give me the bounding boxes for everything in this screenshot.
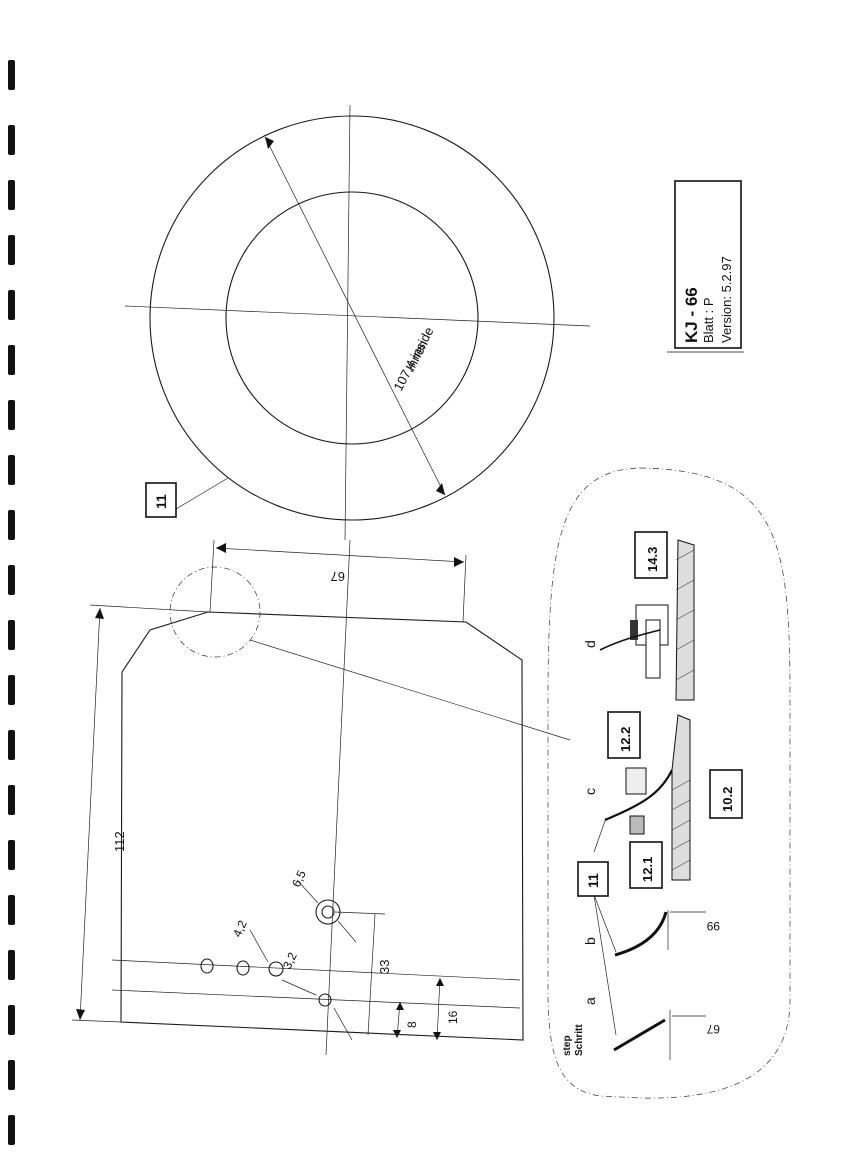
detail-circle	[169, 566, 261, 658]
step-c-label: c	[582, 788, 598, 795]
dim-33-ext	[334, 911, 386, 915]
dim-33-line	[367, 913, 376, 1036]
detail-oval	[547, 467, 791, 1099]
step-label-de: Schritt	[574, 1024, 585, 1056]
step-b-edge	[614, 911, 668, 957]
callout-box-14-3	[634, 531, 668, 579]
ring-inner-circle	[225, 191, 479, 445]
step-b-angle: 99	[706, 919, 720, 933]
dim-112-ext-1	[89, 604, 209, 613]
arrow-6-5	[296, 879, 319, 904]
hole-6-5-inner	[321, 905, 335, 919]
dim-33-label: 33	[377, 960, 392, 974]
sheet-label: Blatt : P	[701, 297, 716, 343]
dim-6-5-label: 6,5	[289, 868, 309, 889]
leader-11-b	[593, 894, 617, 953]
hole-4-2	[318, 993, 332, 1007]
callout-11-detail: 11	[585, 873, 601, 888]
dim-112-ext-2	[71, 1019, 122, 1023]
step-d-label: d	[582, 640, 598, 648]
step-b-label: b	[582, 937, 598, 945]
leader-11-a	[593, 894, 617, 1036]
dim-67-line	[215, 547, 465, 563]
dim-67-ext-2	[462, 554, 467, 623]
arrow-4-2	[249, 929, 269, 963]
ring-part-11	[124, 104, 591, 541]
ring-diameter-line	[264, 136, 446, 496]
dim-67-ext-1	[209, 539, 215, 613]
callout-box-11-top	[145, 482, 177, 518]
step-a-edge	[613, 1018, 666, 1052]
binding-holes	[8, 60, 15, 1145]
diameter-arrow-bottom	[436, 483, 445, 495]
diameter-arrow-top	[265, 137, 274, 149]
hole-3-2	[268, 961, 284, 977]
leader-11-c	[593, 817, 607, 853]
step-d-assembly	[599, 539, 695, 701]
dim-3-2-label: 3,2	[280, 950, 300, 971]
ring-outer-circle	[149, 115, 555, 521]
ring-center-line-h	[124, 305, 591, 327]
dim-16-label: 16	[446, 1010, 460, 1024]
callout-11-top: 11	[153, 494, 169, 509]
plate-center-line-2	[111, 989, 521, 1009]
arrow-6-5-b	[337, 920, 357, 943]
plate-center-line-v	[325, 539, 351, 1056]
callout-12-2: 12.2	[618, 727, 633, 752]
plate-center-line-1	[111, 959, 521, 981]
dim-67-label: 67	[331, 569, 345, 584]
callout-box-10-2	[709, 769, 743, 819]
flat-plate	[111, 539, 524, 1056]
dim-16-line	[436, 977, 441, 1041]
version-label: Version: 5.2.97	[719, 256, 734, 343]
hole-slot-1	[200, 958, 214, 974]
dim-112-line	[79, 607, 101, 1021]
step-a-label: a	[582, 997, 598, 1005]
step-a-angle: 67	[706, 1022, 720, 1036]
callout-10-2: 10.2	[720, 787, 735, 812]
dim-4-2-label: 4,2	[230, 918, 250, 939]
detail-leader	[249, 639, 571, 741]
step-label-en: step	[562, 1035, 573, 1056]
callout-box-12-1	[629, 841, 663, 889]
step-c-assembly	[604, 714, 691, 881]
callout-14-3: 14.3	[645, 547, 660, 572]
dim-8-label: 8	[405, 1021, 419, 1028]
ring-center-line-v	[344, 104, 351, 541]
dim-112-label: 112	[112, 831, 127, 852]
callout-12-1: 12.1	[640, 857, 655, 882]
hole-slot-2	[236, 960, 250, 976]
plate-outline	[120, 611, 524, 1041]
callout-box-12-2	[607, 711, 641, 759]
drawing-number: KJ - 66	[682, 287, 701, 343]
leader-11-top	[175, 477, 229, 510]
arrow-3-2-b	[333, 1007, 353, 1041]
title-block: KJ - 66 Blatt : P Version: 5.2.97	[667, 180, 744, 353]
callout-box-11-detail	[577, 861, 609, 897]
arrow-3-2	[281, 979, 317, 996]
